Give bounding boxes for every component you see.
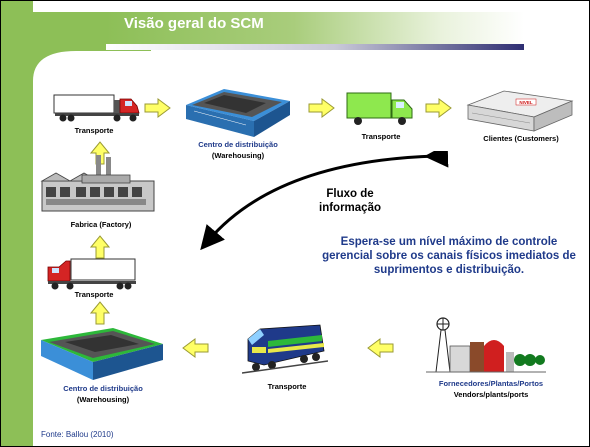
warehouse-icon — [186, 89, 290, 137]
arrow-right-icon — [425, 98, 452, 118]
truck-left-label: Transporte — [74, 290, 114, 299]
customers-label: Clientes (Customers) — [483, 134, 559, 143]
dc-bottom-label: Centro de distribuição — [63, 384, 143, 393]
truck-icon — [53, 94, 140, 122]
suppliers-label: Fornecedores/Plantas/Portos — [438, 379, 544, 388]
green-sidebar — [1, 1, 33, 446]
van-top-label: Transporte — [361, 132, 401, 141]
factory-label: Fabrica (Factory) — [70, 220, 132, 229]
train-icon — [242, 324, 328, 374]
suppliers-sublabel: Vendors/plants/ports — [453, 390, 529, 399]
arrow-up-icon — [90, 235, 110, 259]
source-citation: Fonte: Ballou (2010) — [41, 430, 114, 439]
truck-icon — [47, 258, 136, 290]
arrow-up-icon — [90, 141, 110, 165]
delivery-truck-icon — [346, 92, 413, 125]
dc-bottom-sublabel: (Warehousing) — [76, 395, 130, 404]
truck-top-label: Transporte — [74, 126, 114, 135]
slide-title: Visão geral do SCM — [124, 15, 264, 32]
dc-top-label: Centro de distribuição — [198, 140, 278, 149]
arrow-left-icon — [182, 338, 209, 358]
warehouse-icon — [41, 328, 163, 380]
farm-icon — [426, 317, 546, 373]
arrow-right-icon — [144, 98, 171, 118]
arrow-up-icon — [90, 301, 110, 325]
information-flow-label: Fluxo de informação — [319, 188, 381, 214]
management-note: Espera-se um nível máximo de controle ge… — [322, 236, 576, 276]
arrow-right-icon — [308, 98, 335, 118]
arrow-left-icon — [367, 338, 394, 358]
store-icon: NIVEL — [466, 90, 574, 132]
factory-icon — [40, 155, 155, 212]
title-underline — [106, 44, 524, 50]
title-bar — [106, 12, 524, 50]
information-flow-arrow — [200, 151, 449, 251]
train-label: Transporte — [267, 382, 307, 391]
store-sign-text: NIVEL — [519, 100, 533, 105]
